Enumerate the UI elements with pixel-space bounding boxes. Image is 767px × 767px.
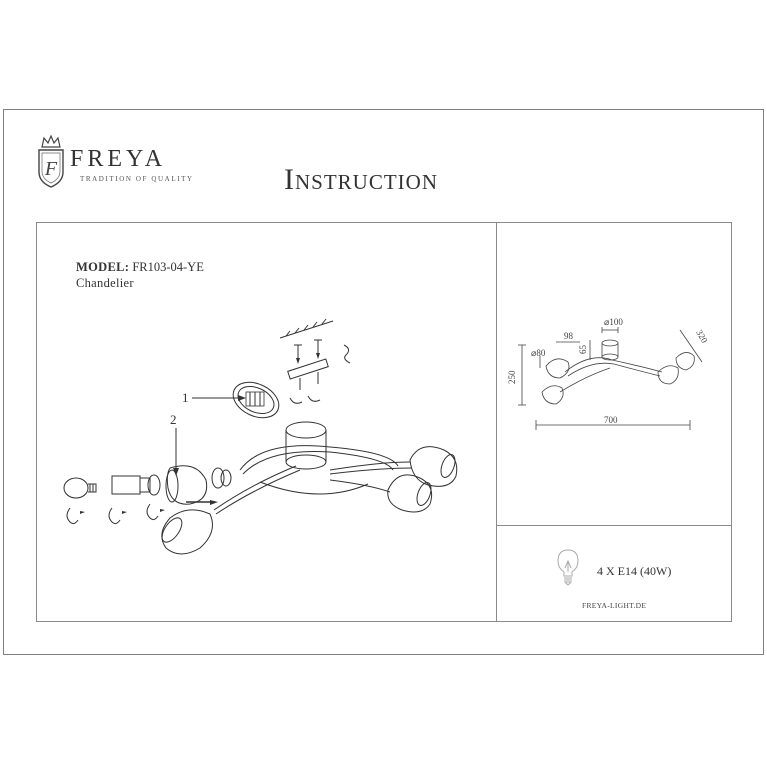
light-bulb-icon — [557, 549, 579, 586]
model-line: MODEL: FR103-04-YE — [76, 260, 204, 275]
svg-text:F: F — [44, 158, 58, 180]
callout-2: 2 — [170, 412, 177, 427]
dim-shade-length: 98 — [564, 331, 574, 341]
dimension-drawing: ⌀100 98 ⌀80 65 250 700 320 — [507, 317, 710, 430]
model-code: FR103-04-YE — [132, 260, 204, 274]
assembly-diagram: 1 2 — [63, 318, 458, 555]
dim-canopy-diameter: ⌀100 — [604, 317, 623, 327]
product-type: Chandelier — [76, 276, 134, 290]
frame-divider-horizontal — [496, 525, 732, 526]
dim-canopy-height: 65 — [578, 345, 588, 355]
frame-divider-vertical — [496, 222, 497, 622]
callout-1: 1 — [182, 390, 189, 405]
instruction-sheet — [3, 109, 764, 655]
dim-height: 250 — [507, 370, 517, 384]
freya-crest-logo: F — [38, 134, 64, 188]
diagram-frame — [36, 222, 732, 622]
dim-width: 700 — [604, 415, 618, 425]
model-label: MODEL: — [76, 260, 130, 274]
brand-tagline: TRADITION OF QUALITY — [80, 175, 194, 183]
dim-arm-span: 320 — [694, 328, 710, 345]
brand-name: FREYA — [70, 146, 167, 172]
dim-shade-diameter: ⌀80 — [531, 348, 546, 358]
document-title: Instruction — [284, 163, 438, 196]
lamp-spec: 4 X E14 (40W) — [597, 564, 672, 578]
website: FREYA-LIGHT.DE — [582, 601, 647, 610]
